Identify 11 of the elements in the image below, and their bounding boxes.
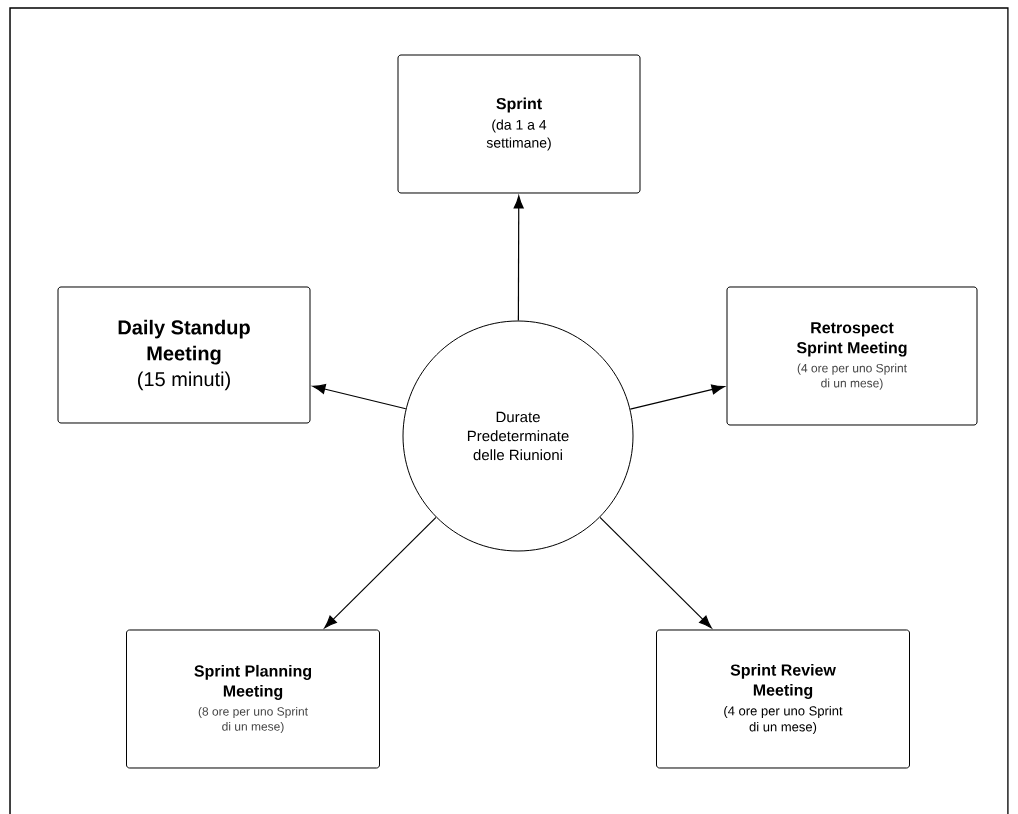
arrow <box>599 516 712 629</box>
meeting-box: Retrospect Sprint Meeting (4 ore per uno Sprint di un mese) <box>726 286 978 426</box>
circle-node: Durate Predeterminate delle Riunioni <box>402 320 634 552</box>
arrow <box>312 384 407 410</box>
meeting-box: Sprint Planning Meeting (8 ore per uno Sprint di un mese) <box>126 629 380 769</box>
meeting-box: Daily Standup Meeting (15 minuti) <box>57 286 311 424</box>
arrow <box>324 516 437 629</box>
arrow <box>513 195 524 322</box>
meeting-box: Sprint Review Meeting (4 ore per uno Sprint di un mese) <box>656 629 910 769</box>
meeting-box: Sprint (da 1 a 4 settimane) <box>397 54 641 194</box>
arrow <box>629 384 725 410</box>
